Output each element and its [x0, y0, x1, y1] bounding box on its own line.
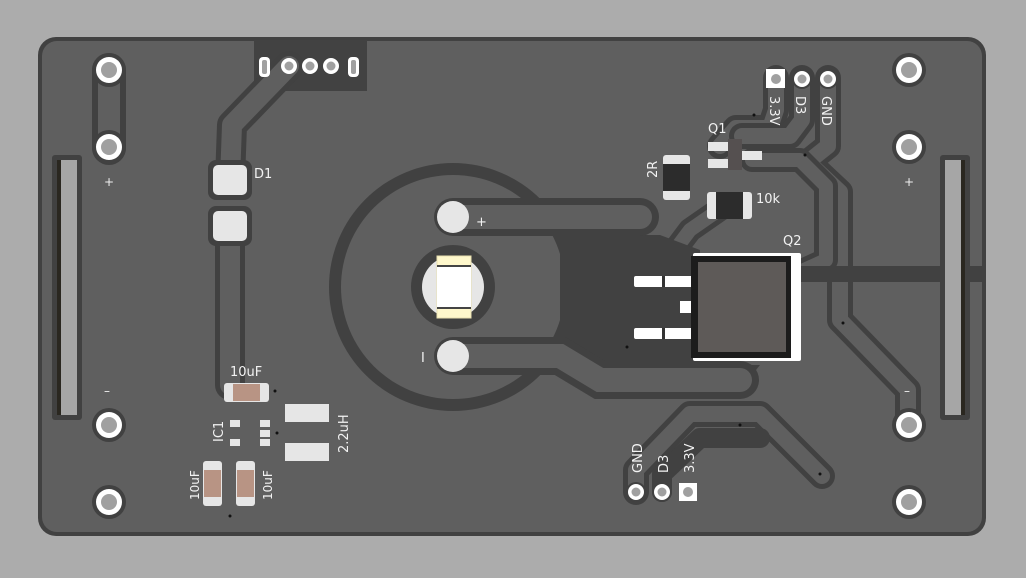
led-pads: [436, 201, 472, 372]
label-2r: 2R: [646, 161, 661, 178]
capacitor-c-right: [236, 461, 255, 506]
label-c-left: 10uF: [188, 470, 202, 500]
inductor-l1: [285, 404, 329, 461]
header-bottom-pin-d3: D3: [657, 455, 672, 473]
label-c-right: 10uF: [261, 470, 275, 500]
header-top-right-pin-d3: D3: [792, 96, 807, 114]
label-10k: 10k: [756, 192, 781, 207]
hole-right-1: [892, 53, 926, 87]
label-batt-right-plus: +: [904, 175, 914, 189]
label-batt-left-plus: +: [104, 175, 114, 189]
right-contact-bus: [800, 266, 986, 282]
resistor-2r: [663, 155, 690, 200]
hole-left-4: [92, 485, 126, 519]
header-top-right-pin-gnd: GND: [818, 96, 833, 126]
label-q1: Q1: [708, 122, 727, 137]
diode-d1: [208, 160, 252, 246]
header-top-right-pin-3v3: 3.3V: [766, 96, 781, 126]
hole-left-1: [92, 53, 126, 87]
battery-contact-left: [52, 155, 82, 420]
ic1: [230, 420, 270, 446]
hole-right-2: [892, 130, 926, 164]
hole-right-4: [892, 485, 926, 519]
capacitor-c-left: [203, 461, 222, 506]
label-batt-left-minus: –: [104, 384, 110, 398]
header-top-right: [766, 69, 838, 89]
hole-left-3: [92, 408, 126, 442]
mounting-holes: [92, 53, 926, 519]
battery-contact-right: [940, 155, 970, 420]
label-batt-right-minus: –: [904, 384, 910, 398]
header-bottom: [626, 482, 697, 502]
label-l1: 2.2uH: [337, 414, 352, 453]
label-c-top: 10uF: [230, 365, 262, 380]
hole-right-3: [892, 408, 926, 442]
label-led-plus: +: [476, 215, 487, 230]
label-d1: D1: [254, 167, 272, 182]
capacitor-c-top: [224, 383, 269, 402]
resistor-10k: [707, 192, 752, 219]
top-connector: [259, 57, 359, 77]
label-ic1: IC1: [212, 421, 227, 442]
transistor-q1: [708, 139, 762, 170]
vias: [228, 113, 845, 518]
mosfet-q2: [634, 253, 801, 361]
header-bottom-pin-gnd: GND: [631, 443, 646, 473]
label-led-minus: I: [421, 351, 425, 366]
hole-left-2: [92, 130, 126, 164]
header-bottom-pin-3v3: 3.3V: [683, 443, 698, 473]
label-q2: Q2: [783, 234, 802, 249]
